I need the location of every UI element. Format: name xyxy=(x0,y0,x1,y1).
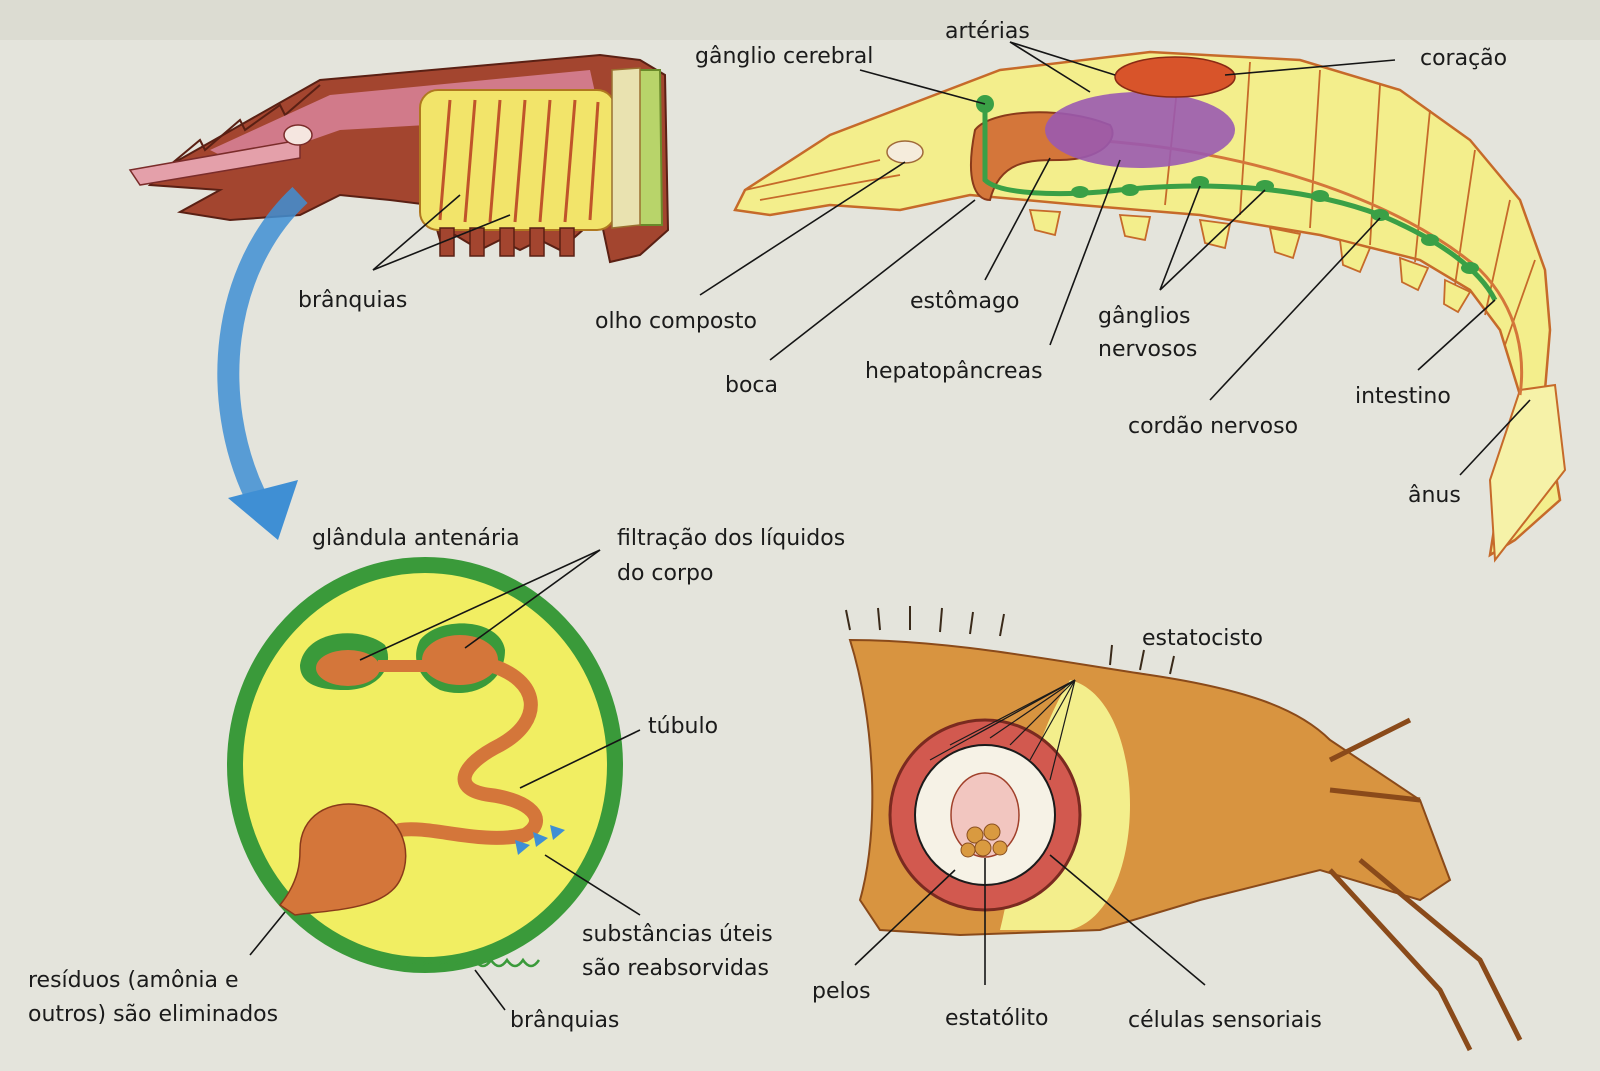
leader-hepatopancreas xyxy=(1049,159,1121,346)
label-filtracao-line-1: filtração dos líquidos xyxy=(617,526,845,551)
nerve-cord xyxy=(982,110,1498,302)
label-intestino: intestino xyxy=(1355,384,1451,409)
compound-eye xyxy=(886,140,924,164)
label-boca: boca xyxy=(725,373,778,398)
leader-estomago xyxy=(984,157,1051,281)
leader-filtracao-1 xyxy=(359,549,601,661)
leader-branquias-top-1 xyxy=(372,194,461,271)
body-outline xyxy=(733,50,1562,558)
reabsorption-arrows xyxy=(515,825,565,855)
blue-curved-arrow xyxy=(217,186,308,540)
label-ganglios-nervosos: gânglios nervosos xyxy=(1098,304,1198,362)
leader-lines xyxy=(249,41,1531,1011)
leader-ganglio-cerebral xyxy=(859,69,986,105)
sensory-nerve-fan xyxy=(929,679,1076,781)
leader-arterias-1 xyxy=(1009,41,1091,93)
leader-cordao-nervoso xyxy=(1209,217,1381,401)
label-hepatopancreas: hepatopâncreas xyxy=(865,359,1043,384)
sac-connector xyxy=(378,660,428,672)
head-dorsal-spines xyxy=(169,84,321,166)
label-substancias-line-1: substâncias úteis xyxy=(582,922,773,947)
body-section-illustration xyxy=(733,50,1567,563)
hepatopancreas-organ xyxy=(1045,92,1235,168)
label-substancias-line-2: são reabsorvidas xyxy=(582,956,769,981)
statolith-grains xyxy=(960,823,1008,858)
label-ganglios-line-1: gânglios xyxy=(1098,304,1191,329)
leader-tubulo xyxy=(519,729,641,789)
antennal-gland-illustration xyxy=(227,557,623,973)
head-eye xyxy=(283,124,313,146)
label-residuos-line-2: outros) são eliminados xyxy=(28,1002,278,1027)
label-tubulo: túbulo xyxy=(648,714,718,739)
gland-bladder xyxy=(278,803,407,916)
statocyst-illustration xyxy=(845,606,1523,1052)
leader-ganglios-1 xyxy=(1159,185,1201,291)
leader-boca xyxy=(769,199,976,361)
leader-ganglios-2 xyxy=(1159,189,1266,291)
label-residuos-line-1: resíduos (amônia e xyxy=(28,968,239,993)
label-arterias: artérias xyxy=(945,19,1030,44)
label-celulas-sensoriais: células sensoriais xyxy=(1128,1008,1322,1033)
label-estatocisto: estatocisto xyxy=(1142,626,1263,651)
gland-tubule xyxy=(393,658,543,845)
label-branquias-top: brânquias xyxy=(298,288,407,313)
label-filtracao-line-2: do corpo xyxy=(617,561,713,586)
leader-residuos xyxy=(249,911,286,956)
leader-substancias xyxy=(544,854,641,916)
nerve-ganglia xyxy=(1071,176,1479,274)
leader-anus xyxy=(1459,399,1531,476)
heart-organ xyxy=(1114,56,1236,98)
label-glandula-antenaria: glândula antenária xyxy=(312,526,520,551)
label-substancias: substâncias úteis são reabsorvidas xyxy=(582,922,780,981)
label-estomago: estômago xyxy=(910,289,1019,314)
label-pelos: pelos xyxy=(812,979,871,1004)
label-coracao: coração xyxy=(1420,46,1507,71)
diagram-labels: brânquias olho composto boca gânglio cer… xyxy=(28,19,1507,1033)
leader-pelos xyxy=(854,869,956,966)
label-olho-composto: olho composto xyxy=(595,309,757,334)
leader-intestino xyxy=(1417,299,1496,371)
leader-filtracao-2 xyxy=(464,549,601,649)
label-branquias-bottom: brânquias xyxy=(510,1008,619,1033)
leg-stubs xyxy=(439,227,575,257)
label-anus: ânus xyxy=(1408,483,1461,508)
leader-arterias-2 xyxy=(1009,41,1116,76)
label-filtracao: filtração dos líquidos do corpo xyxy=(617,526,852,586)
leader-coracao xyxy=(1224,59,1396,76)
antennule-lines xyxy=(744,159,901,201)
gland-gill-fringe xyxy=(393,957,541,968)
label-ganglios-line-2: nervosos xyxy=(1098,337,1197,362)
label-residuos: resíduos (amônia e outros) são eliminado… xyxy=(28,968,278,1027)
arrow-head xyxy=(228,480,298,540)
antennule-flagella xyxy=(1328,717,1523,1052)
leader-celulas-sensoriais xyxy=(1049,854,1206,986)
tail-fan xyxy=(1488,383,1567,563)
label-cordao-nervoso: cordão nervoso xyxy=(1128,414,1298,439)
paper-stain xyxy=(0,0,1600,40)
filtration-sac-2 xyxy=(422,635,498,685)
label-estatolito: estatólito xyxy=(945,1006,1049,1031)
leader-branquias-bottom xyxy=(474,969,506,1011)
gill-filaments xyxy=(438,99,600,223)
leader-branquias-top-2 xyxy=(372,214,511,271)
leader-olho-composto xyxy=(699,161,906,296)
antenna-pink xyxy=(128,139,301,186)
swimmerets xyxy=(1028,209,1472,314)
body-segment-stripes xyxy=(611,67,641,229)
label-ganglio-cerebral: gânglio cerebral xyxy=(695,44,873,69)
antennule-hairs xyxy=(845,606,1175,675)
